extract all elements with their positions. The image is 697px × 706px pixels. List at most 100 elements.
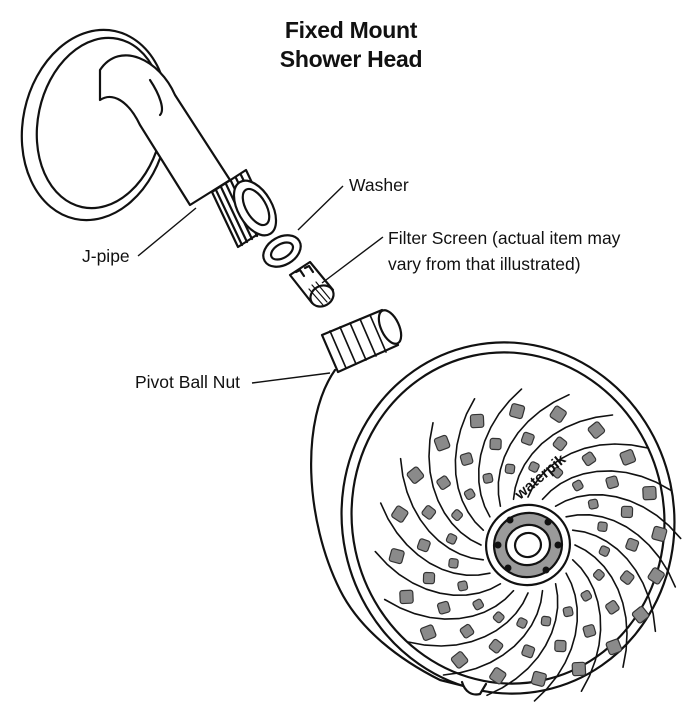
spiral-ribs [374, 388, 682, 702]
rib-line [554, 494, 682, 540]
rib-line [379, 502, 491, 576]
diagram-title: Fixed Mount Shower Head [226, 16, 476, 74]
nozzle [587, 421, 606, 439]
nozzle [520, 431, 535, 446]
nozzle [647, 567, 665, 585]
jpipe-leader [137, 207, 197, 257]
nozzle [605, 638, 623, 656]
nozzle [598, 545, 611, 557]
nozzle [450, 651, 469, 669]
rib-line [407, 592, 529, 647]
center-dial [484, 503, 572, 587]
washer [262, 234, 302, 268]
nozzle [416, 538, 431, 553]
nozzle [530, 670, 547, 687]
label-filter-screen-2: vary from that illustrated) [388, 254, 581, 274]
nozzle [642, 485, 657, 501]
nozzle [571, 479, 584, 492]
nozzle [516, 617, 528, 629]
nozzle [422, 571, 436, 585]
nozzle [459, 452, 474, 466]
rib-line [497, 393, 570, 507]
nozzle [549, 405, 567, 423]
nozzle [489, 437, 502, 451]
nozzle [597, 521, 608, 533]
j-pipe [98, 54, 278, 249]
pivot-ball-nut [320, 308, 403, 374]
washer-leader [297, 185, 344, 231]
nozzle [469, 413, 485, 429]
nozzle [406, 466, 425, 484]
nozzle [459, 623, 475, 639]
nozzle [521, 644, 536, 659]
nozzle [489, 667, 507, 685]
nozzle [436, 475, 451, 490]
label-j-pipe: J-pipe [82, 246, 130, 266]
pivot-leader [251, 372, 331, 384]
nozzle [488, 638, 504, 654]
nozzle [399, 589, 414, 605]
nozzle [587, 498, 599, 510]
nozzle [581, 451, 597, 467]
nozzle [580, 589, 593, 602]
rib-line [571, 529, 657, 633]
nozzle [419, 624, 437, 641]
nozzle [620, 505, 634, 519]
title-line-2: Shower Head [279, 46, 423, 72]
rib-line [512, 414, 614, 501]
nozzle [445, 533, 458, 545]
rib-line [527, 443, 649, 498]
nozzle [571, 661, 587, 677]
rib-line [541, 470, 673, 501]
rib-line [565, 514, 677, 588]
nozzle [448, 557, 459, 569]
nozzle [388, 548, 405, 565]
nozzle [451, 509, 464, 522]
nozzle [592, 568, 605, 581]
rib-line [571, 559, 602, 692]
rib-line [574, 544, 628, 668]
nozzle [619, 449, 637, 466]
rib-line [383, 589, 515, 620]
nozzle [391, 505, 409, 523]
rib-line [374, 550, 502, 596]
nozzle [504, 463, 516, 475]
rib-line [442, 589, 544, 676]
label-pivot-ball-nut: Pivot Ball Nut [135, 372, 241, 392]
nozzle [551, 466, 564, 479]
nozzle [540, 615, 552, 627]
nozzle [631, 606, 650, 624]
filter-screen [288, 260, 335, 308]
rib-line [399, 457, 485, 561]
nozzle [528, 461, 540, 473]
label-washer: Washer [349, 175, 409, 195]
nozzle [492, 611, 505, 624]
rib-line [486, 583, 559, 697]
nozzle-array [388, 403, 668, 687]
rib-line [428, 422, 482, 546]
nozzle [625, 537, 640, 552]
rib-line [533, 572, 578, 702]
filter-leader [321, 236, 384, 284]
nozzle [605, 475, 620, 490]
nozzle [482, 472, 494, 484]
nozzle [554, 639, 567, 653]
rib-line [478, 388, 523, 518]
label-filter-screen-1: Filter Screen (actual item may [388, 228, 621, 248]
nozzle [562, 606, 574, 618]
nozzle [457, 580, 469, 592]
leader-lines [137, 185, 384, 384]
title-line-1: Fixed Mount [284, 17, 418, 43]
nozzle [421, 505, 437, 520]
rib-line [454, 398, 485, 531]
nozzle [472, 598, 485, 611]
nozzle [605, 600, 620, 615]
nozzle [651, 525, 668, 542]
nozzle [509, 403, 526, 420]
nozzle [433, 434, 451, 452]
nozzle [582, 624, 597, 638]
nozzle [552, 436, 568, 452]
nozzle [436, 600, 451, 615]
